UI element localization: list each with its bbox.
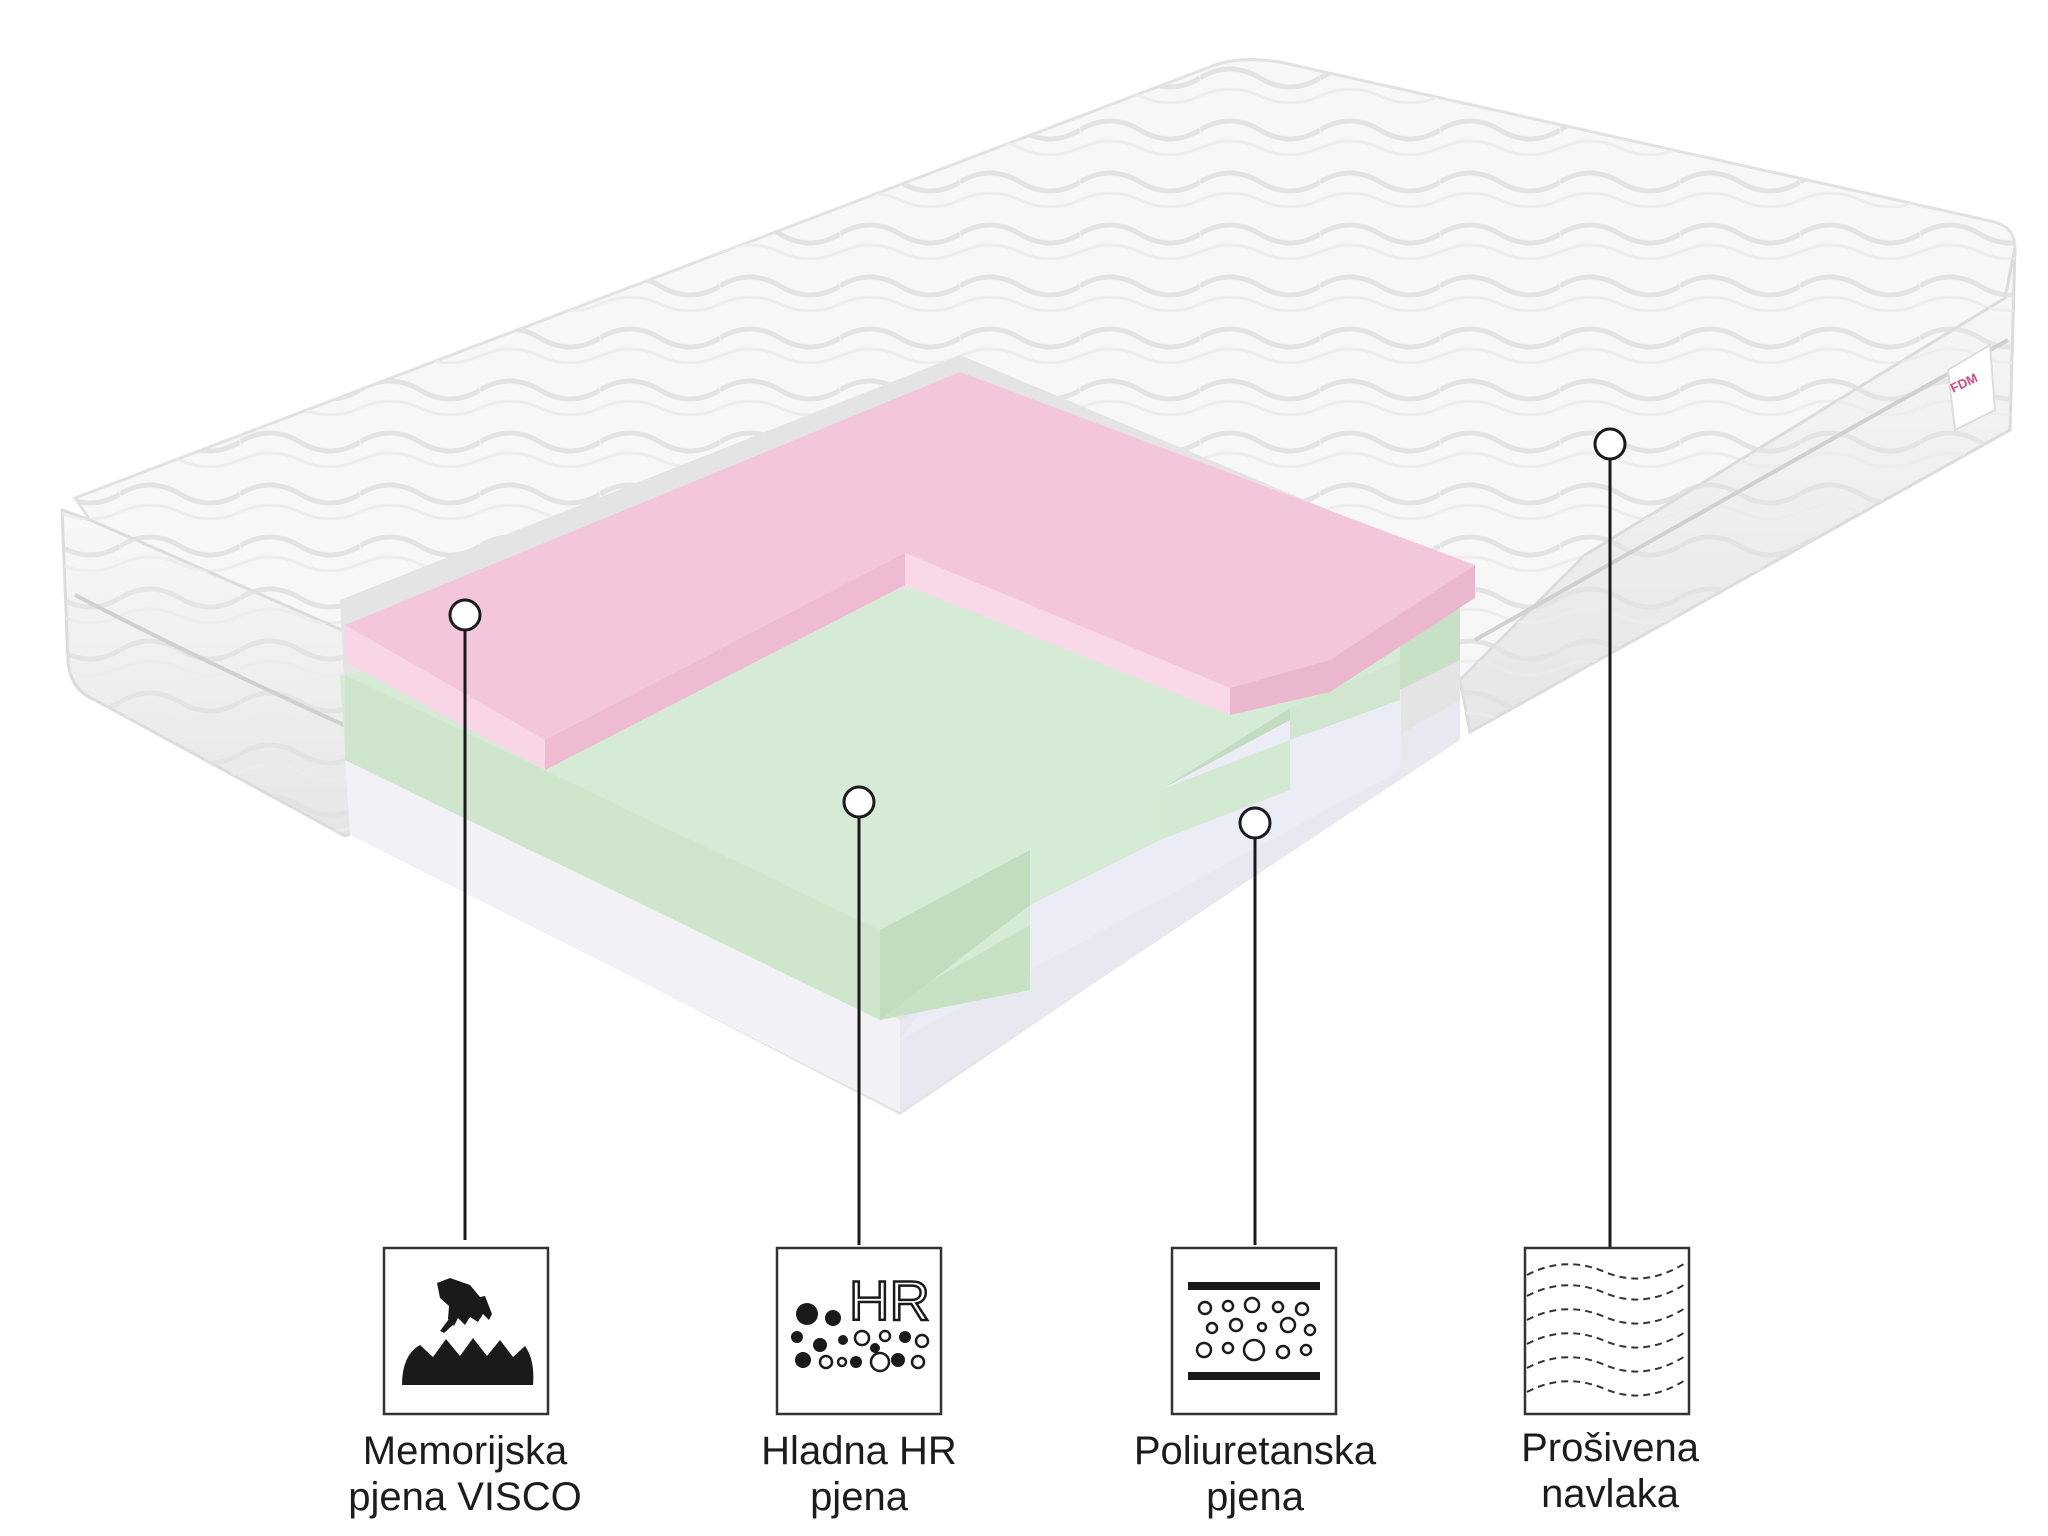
- quilted-cover-waves-icon: [1523, 1246, 1691, 1416]
- hr-callout-marker: [842, 785, 876, 819]
- cover-caption-line1: Prošivena: [1521, 1426, 1699, 1470]
- cover-caption-line2: navlaka: [1541, 1472, 1679, 1516]
- hr-icon-text: HR: [849, 1269, 930, 1332]
- brand-label: FDM: [1946, 343, 1997, 432]
- hr-foam-bubbles-icon: HR: [775, 1246, 943, 1416]
- visco-callout-marker: [448, 598, 482, 632]
- visco-foam-layer: [345, 372, 1475, 770]
- pu-caption: Poliuretanska pjena: [1075, 1428, 1435, 1520]
- visco-caption: Memorijska pjena VISCO: [285, 1428, 645, 1520]
- visco-caption-line2: pjena VISCO: [348, 1475, 582, 1519]
- cover-callout-marker: [1593, 427, 1627, 461]
- pu-caption-line2: pjena: [1206, 1475, 1304, 1519]
- hand-pressing-foam-icon: [382, 1246, 550, 1416]
- hr-caption-line1: Hladna HR: [761, 1429, 957, 1473]
- cover-caption: Prošivena navlaka: [1430, 1425, 1790, 1517]
- callout-lines: [448, 427, 1627, 1248]
- polyurethane-foam-cells-icon: [1170, 1246, 1338, 1416]
- visco-caption-line1: Memorijska: [362, 1429, 568, 1473]
- pu-callout-marker: [1238, 806, 1272, 840]
- pu-caption-line1: Poliuretanska: [1133, 1429, 1377, 1473]
- hr-caption-line2: pjena: [810, 1475, 908, 1519]
- hr-caption: Hladna HR pjena: [679, 1428, 1039, 1520]
